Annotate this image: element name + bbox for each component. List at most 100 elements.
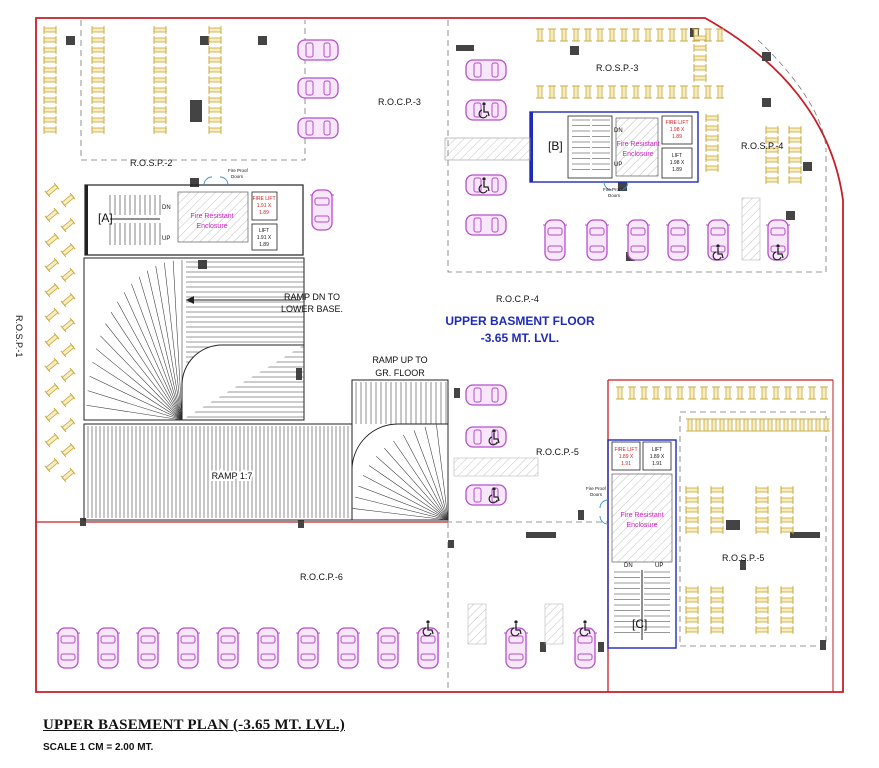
scooter-bay (705, 143, 719, 153)
scooter-bay (153, 45, 167, 55)
scooter-bay (685, 595, 699, 605)
scooter-bay (153, 75, 167, 85)
scooter-bay (44, 457, 60, 473)
scooter-bay (755, 595, 769, 605)
scooter-bay (717, 418, 727, 432)
scooter-bay (91, 75, 105, 85)
core-b-lift-1: LIFT (672, 153, 682, 159)
scooter-bay (685, 495, 699, 505)
zone-rocp-3: R.O.C.P.-3 (378, 97, 421, 107)
car-bay (95, 627, 121, 669)
scooter-bay (813, 418, 823, 432)
core-b-doors-2: Doors (608, 193, 621, 198)
scooter-bay (709, 418, 719, 432)
scooter-bay (60, 217, 76, 233)
scooter-bay (208, 65, 222, 75)
scooter-bay (60, 192, 76, 208)
scooter-bay (631, 28, 641, 42)
scooter-bay (705, 153, 719, 163)
ramp-down-label-1: RAMP DN TO (284, 292, 340, 302)
floor-heading: UPPER BASMENT FLOOR -3.65 MT. LVL. (445, 314, 595, 345)
scooter-bay (60, 367, 76, 383)
zone-rosp-3: R.O.S.P.-3 (596, 63, 638, 73)
car-bay (55, 627, 81, 669)
scooter-bay (43, 45, 57, 55)
scooter-bay (44, 282, 60, 298)
scooter-bay (627, 386, 637, 400)
core-b-enclosure-2: Enclosure (622, 151, 653, 158)
scooter-bay (747, 386, 757, 400)
core-a-enclosure-2: Enclosure (196, 223, 227, 230)
core-c-tag: [C] (632, 617, 647, 631)
ramp-labels: RAMP DN TO LOWER BASE. RAMP UP TO GR. FL… (210, 292, 428, 483)
scooter-bay (153, 115, 167, 125)
car-bay (375, 627, 401, 669)
ramp-up (351, 379, 449, 521)
core-c-lift-1: LIFT (652, 447, 662, 453)
floor-heading-title: UPPER BASMENT FLOOR (445, 314, 595, 328)
scooter-bay (60, 317, 76, 333)
scooter-bay (60, 267, 76, 283)
scooter-bay (595, 85, 605, 99)
scooter-bay (679, 85, 689, 99)
scooter-bay (43, 125, 57, 135)
core-a-fire-lift-2: 1.91 X (257, 203, 272, 209)
scooter-bay (788, 155, 802, 165)
ramp-down (83, 257, 305, 421)
scooter-bay (655, 85, 665, 99)
scooter-bay (208, 55, 222, 65)
floor-plan: [A] DN UP Fire Resistant Enclosure FIRE … (14, 17, 844, 693)
scooter-bay (547, 28, 557, 42)
scooter-bay (780, 615, 794, 625)
scooter-bay (44, 232, 60, 248)
core-c-doors-2: Doors (590, 492, 603, 497)
floor-heading-level: -3.65 MT. LVL. (481, 331, 559, 345)
core-a-tag: [A] (98, 211, 113, 225)
structural-columns (66, 28, 826, 652)
scooter-bay (757, 418, 767, 432)
scooter-bay (607, 85, 617, 99)
scooter-bay (667, 85, 677, 99)
scooter-bay (685, 615, 699, 625)
car-bay (572, 627, 598, 669)
core-c-up: UP (655, 563, 663, 569)
scooter-bay (780, 585, 794, 595)
scooter-bay (643, 85, 653, 99)
scooter-bay (765, 418, 775, 432)
scooter-bay (755, 515, 769, 525)
scooter-bay (771, 386, 781, 400)
scooter-bay (710, 525, 724, 535)
scooter-bay (821, 418, 831, 432)
zone-rocp-6: R.O.C.P.-6 (300, 572, 343, 582)
core-b-enclosure-1: Fire Resistant (616, 141, 659, 148)
scooter-bay (208, 85, 222, 95)
zone-labels: R.O.C.P.-3 R.O.S.P.-3 R.O.S.P.-2 R.O.S.P… (14, 63, 783, 582)
scooter-bay (710, 595, 724, 605)
scooter-bay (733, 418, 743, 432)
scooter-bay (687, 386, 697, 400)
scooter-bay (819, 386, 829, 400)
scooter-bay (788, 135, 802, 145)
scooter-bay (208, 75, 222, 85)
scooter-bay (44, 207, 60, 223)
car-bay (465, 426, 507, 448)
zone-rocp-4: R.O.C.P.-4 (496, 294, 539, 304)
core-a-enclosure-1: Fire Resistant (190, 213, 233, 220)
core-a-fire-lift-3: 1.89 (259, 210, 269, 216)
scooter-bay (797, 418, 807, 432)
scooter-bay (755, 525, 769, 535)
scooter-bay (773, 418, 783, 432)
scooter-bay (43, 115, 57, 125)
core-c-enclosure-2: Enclosure (626, 522, 657, 529)
scooter-bay (615, 386, 625, 400)
scooter-bay (651, 386, 661, 400)
car-bay (215, 627, 241, 669)
scooter-bay (60, 292, 76, 308)
scooter-bay (710, 515, 724, 525)
scooter-bay (693, 63, 707, 73)
scooter-bay (710, 495, 724, 505)
car-bay (665, 219, 691, 261)
scooter-bay (153, 85, 167, 95)
scooter-bay (710, 485, 724, 495)
scooter-bay (91, 85, 105, 95)
